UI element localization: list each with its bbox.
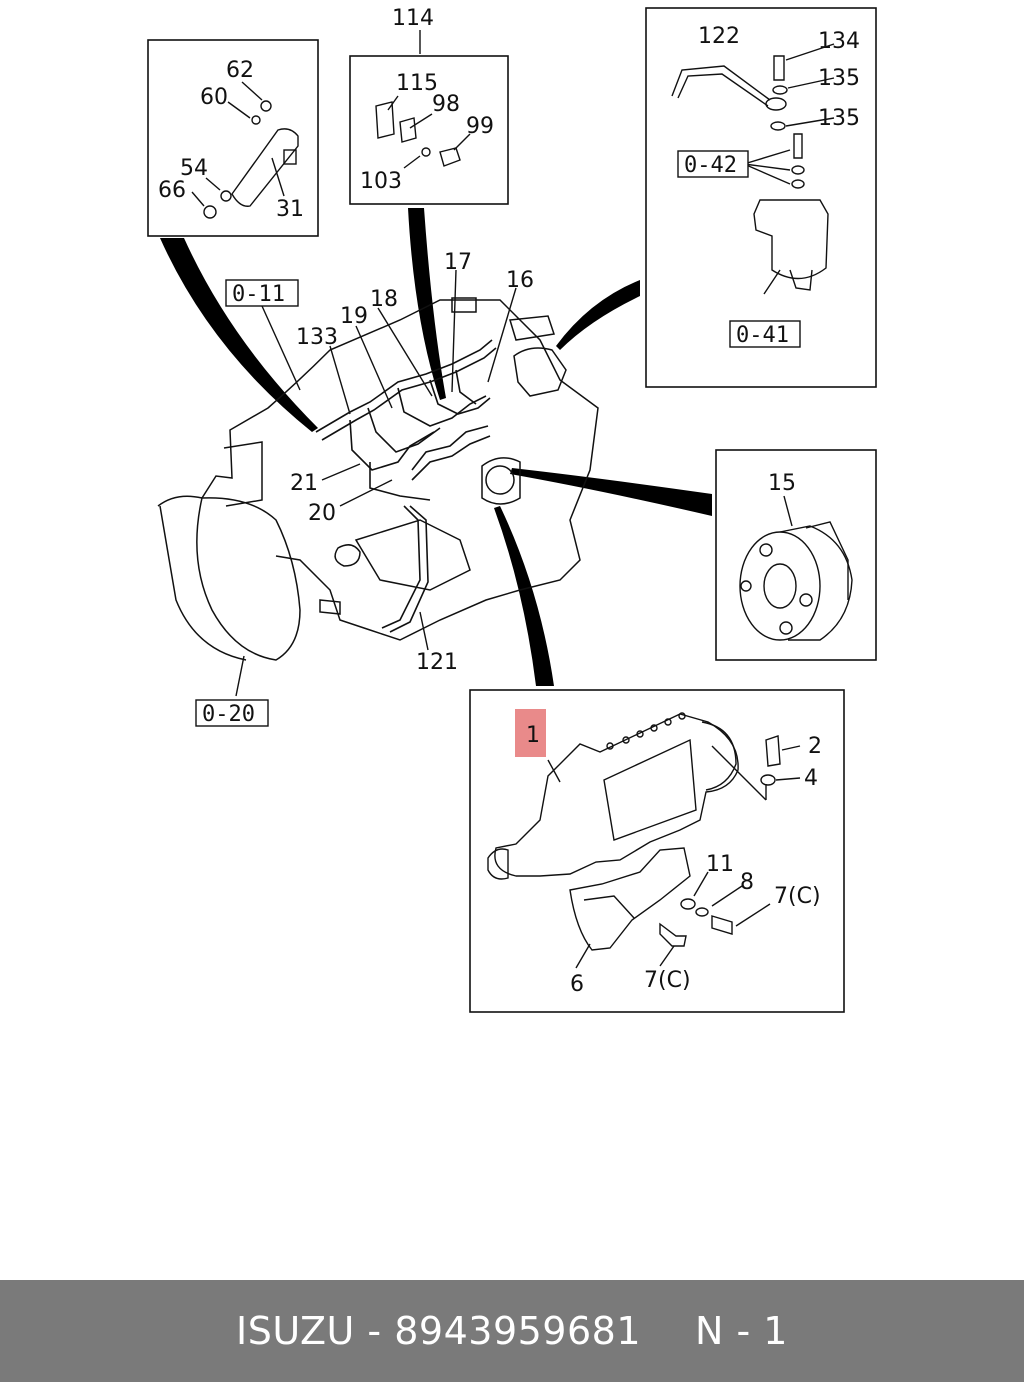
footer-position: N - 1 bbox=[695, 1309, 788, 1353]
callout-15: 15 bbox=[768, 471, 796, 496]
callout-134: 134 bbox=[818, 29, 860, 54]
callout-17: 17 bbox=[444, 250, 472, 275]
highlighted-part-1 bbox=[515, 709, 546, 757]
thin-leaders bbox=[235, 30, 781, 697]
callout-11: 11 bbox=[706, 852, 734, 877]
footer-separator: - bbox=[367, 1309, 382, 1353]
callout-19: 19 bbox=[340, 304, 368, 329]
callout-135-top: 135 bbox=[818, 66, 860, 91]
callout-7c-right: 7(C) bbox=[774, 884, 821, 909]
fuel-filter-detail-box bbox=[645, 7, 877, 388]
callout-135-bottom: 135 bbox=[818, 106, 860, 131]
callout-1: 1 bbox=[526, 723, 540, 748]
ref-0-11: 0-11 bbox=[232, 282, 285, 307]
injection-pump-detail-box bbox=[469, 689, 845, 1013]
clamp-detail-box bbox=[349, 55, 509, 205]
callout-8: 8 bbox=[740, 870, 754, 895]
callout-21: 21 bbox=[290, 471, 318, 496]
callout-66: 66 bbox=[158, 178, 186, 203]
callout-98: 98 bbox=[432, 92, 460, 117]
callout-6: 6 bbox=[570, 972, 584, 997]
engine-fuel-injection-diagram: 0-11 0-20 0-42 0-41 114 115 98 99 103 62… bbox=[147, 6, 877, 1013]
ref-0-41: 0-41 bbox=[736, 323, 789, 348]
injection-pipes bbox=[315, 339, 497, 633]
footer-brand: ISUZU bbox=[236, 1309, 355, 1353]
injector-detail-box bbox=[147, 39, 319, 237]
callout-labels: 114 115 98 99 103 62 60 54 66 31 122 134… bbox=[158, 6, 860, 997]
callout-133: 133 bbox=[296, 325, 338, 350]
coupling-detail-box bbox=[715, 449, 877, 661]
callout-121: 121 bbox=[416, 650, 458, 675]
callout-122: 122 bbox=[698, 24, 740, 49]
engine-assembly bbox=[157, 297, 599, 661]
callout-31: 31 bbox=[276, 197, 304, 222]
callout-99: 99 bbox=[466, 114, 494, 139]
callout-4: 4 bbox=[804, 766, 818, 791]
part-number-footer: ISUZU - 8943959681 N - 1 bbox=[0, 1280, 1024, 1382]
callout-103: 103 bbox=[360, 169, 402, 194]
reference-boxes: 0-11 0-20 0-42 0-41 bbox=[195, 150, 801, 727]
callout-20: 20 bbox=[308, 501, 336, 526]
ref-0-20: 0-20 bbox=[202, 702, 255, 727]
callout-7c-bottom: 7(C) bbox=[644, 968, 691, 993]
callout-18: 18 bbox=[370, 287, 398, 312]
callout-54: 54 bbox=[180, 156, 208, 181]
callout-60: 60 bbox=[200, 85, 228, 110]
callout-16: 16 bbox=[506, 268, 534, 293]
footer-part-number: 8943959681 bbox=[394, 1309, 642, 1353]
callout-115: 115 bbox=[396, 71, 438, 96]
callout-114: 114 bbox=[392, 6, 434, 31]
callout-2: 2 bbox=[808, 734, 822, 759]
ref-0-42: 0-42 bbox=[684, 153, 737, 178]
callout-62: 62 bbox=[226, 58, 254, 83]
leader-wedges bbox=[160, 208, 712, 686]
